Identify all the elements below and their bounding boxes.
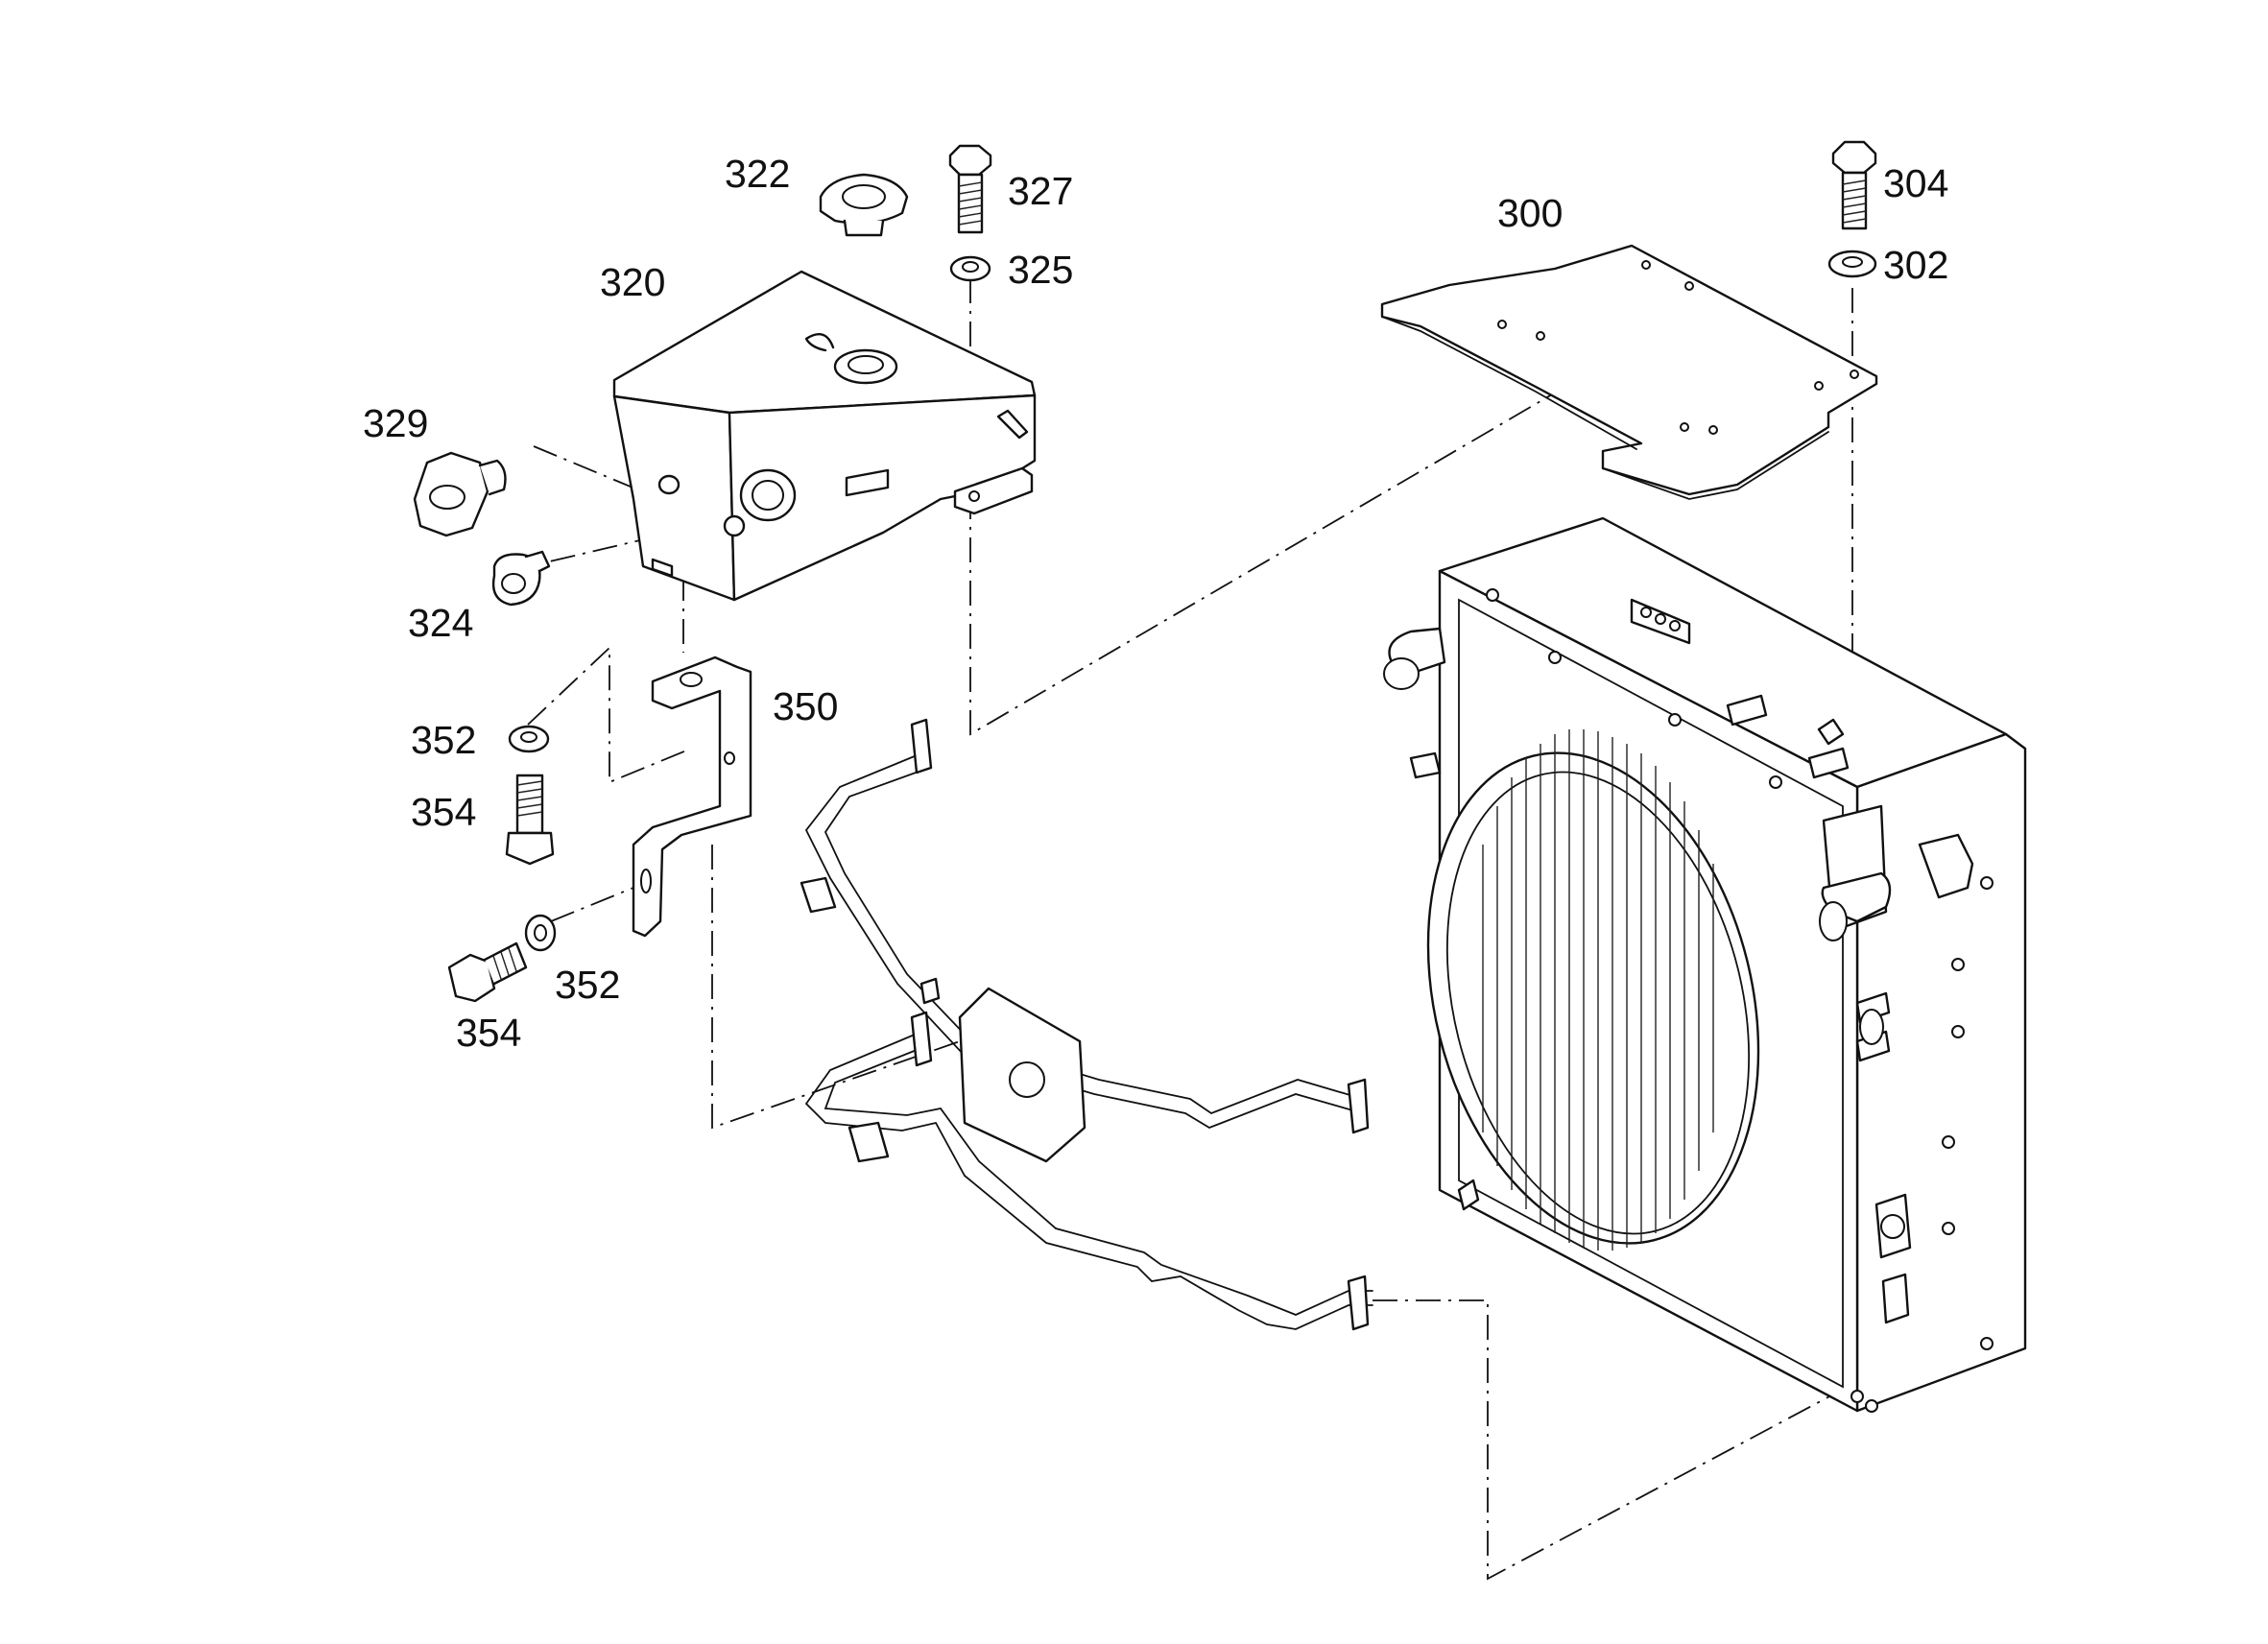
callout-354a: 354	[411, 790, 476, 834]
bolt-327	[948, 144, 992, 234]
callout-352a: 352	[411, 718, 476, 762]
radiator-cap-322	[819, 173, 909, 237]
callout-300: 300	[1497, 191, 1563, 235]
washer-352b	[524, 914, 557, 952]
mounting-plate-300	[1380, 244, 1878, 500]
radiator-assembly	[1383, 516, 2027, 1413]
expansion-tank-320	[612, 270, 1037, 602]
callout-329: 329	[363, 401, 428, 445]
callout-324: 324	[408, 601, 473, 645]
callout-354b: 354	[456, 1011, 521, 1055]
callout-325: 325	[1008, 248, 1073, 292]
drain-plug-329	[413, 451, 507, 537]
callout-327: 327	[1008, 169, 1073, 213]
bolt-354a	[505, 774, 555, 866]
callout-352b: 352	[555, 963, 620, 1007]
radiator-fins	[1482, 729, 1714, 1251]
callout-labels: 300 302 304 320 322 324 325 327 329 350 …	[363, 152, 1948, 1055]
callout-350: 350	[773, 684, 838, 728]
callout-302: 302	[1883, 243, 1948, 287]
washer-352a	[508, 725, 550, 753]
callout-304: 304	[1883, 161, 1948, 205]
washer-302	[1827, 250, 1877, 278]
support-frame	[800, 718, 1373, 1331]
washer-325	[949, 255, 991, 282]
bolt-354b	[447, 941, 528, 1003]
plug-324	[491, 550, 551, 607]
callout-320: 320	[600, 260, 665, 304]
callout-322: 322	[725, 152, 790, 196]
bolt-304	[1831, 140, 1877, 230]
tank-bracket-350	[632, 655, 752, 938]
